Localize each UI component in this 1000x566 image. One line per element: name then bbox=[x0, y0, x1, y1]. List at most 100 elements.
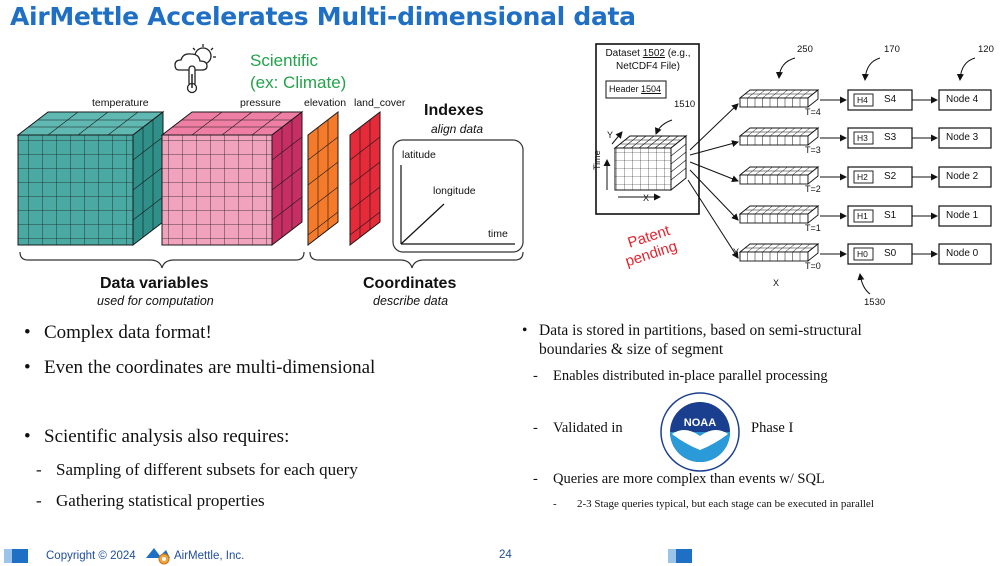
node-label: Node 0 bbox=[946, 248, 979, 259]
dash: - bbox=[36, 460, 42, 479]
index-axes bbox=[400, 165, 515, 245]
airmettle-logo-icon bbox=[146, 548, 170, 565]
bullet-text: Enables distributed in-place parallel pr… bbox=[553, 368, 828, 384]
phase-label: Phase I bbox=[751, 420, 794, 436]
bullet-text-line2: boundaries & size of segment bbox=[539, 341, 724, 358]
temperature-cube bbox=[16, 110, 165, 247]
time-step-label: T=2 bbox=[805, 184, 821, 194]
pressure-cube bbox=[160, 110, 304, 247]
dash: - bbox=[533, 420, 538, 436]
footer-copyright: Copyright © 2024 bbox=[46, 550, 136, 562]
bullet-text: Queries are more complex than events w/ … bbox=[553, 471, 825, 487]
noaa-bird-icon bbox=[672, 429, 728, 450]
ref-170: 170 bbox=[884, 44, 900, 55]
bullet-dot: • bbox=[522, 322, 528, 339]
footer-left-bar bbox=[4, 549, 28, 563]
indexes-box bbox=[392, 139, 524, 253]
coordinates-subtitle: describe data bbox=[373, 294, 449, 308]
time-step-label: T=3 bbox=[805, 145, 821, 155]
dash: - bbox=[533, 471, 538, 487]
data-variables-subtitle: used for computation bbox=[97, 294, 214, 308]
right-sub-sub-bullet-1: -2-3 Stage queries typical, but each sta… bbox=[553, 498, 874, 510]
header-label: Header 1504 bbox=[609, 84, 661, 94]
bullet-text: Complex data format! bbox=[44, 322, 212, 343]
left-sub-bullet-2: -Gathering statistical properties bbox=[36, 491, 265, 511]
dataset-grid-block bbox=[613, 134, 688, 192]
bullet-text: Gathering statistical properties bbox=[56, 491, 265, 510]
header-box bbox=[605, 80, 667, 99]
label-pressure: pressure bbox=[240, 97, 281, 109]
partition-row bbox=[738, 166, 992, 188]
bullet-dot: • bbox=[24, 426, 31, 447]
segment-id-label: S2 bbox=[884, 171, 897, 182]
left-sub-bullet-1: -Sampling of different subsets for each … bbox=[36, 460, 358, 480]
indexes-title: Indexes bbox=[424, 102, 484, 119]
axis-latitude-label: latitude bbox=[402, 149, 436, 161]
right-sub-bullet-2: -Validated in bbox=[533, 420, 623, 437]
noaa-logo: NOAA bbox=[660, 392, 740, 472]
left-bullet-2: •Even the coordinates are multi-dimensio… bbox=[24, 357, 375, 379]
segment-id-label: S0 bbox=[884, 248, 897, 259]
dash: - bbox=[533, 368, 538, 384]
segment-id-label: S3 bbox=[884, 132, 897, 143]
bullet-text: Scientific analysis also requires: bbox=[44, 426, 290, 447]
noaa-wordmark: NOAA bbox=[684, 417, 716, 429]
partition-row bbox=[738, 205, 992, 227]
label-elevation: elevation bbox=[304, 97, 347, 109]
partition-row bbox=[738, 89, 992, 111]
land-cover-slab bbox=[349, 110, 381, 247]
bullet-dot: • bbox=[24, 322, 31, 343]
axis-y-small: Y bbox=[733, 247, 740, 257]
right-sub-bullet-1: -Enables distributed in-place parallel p… bbox=[533, 368, 828, 385]
scientific-line2: (ex: Climate) bbox=[250, 73, 347, 92]
weather-icon bbox=[174, 44, 216, 94]
right-bullet-1: •Data is stored in partitions, based on … bbox=[522, 321, 862, 359]
slide-title: AirMettle Accelerates Multi-dimensional … bbox=[10, 2, 636, 31]
time-step-label: T=1 bbox=[805, 223, 821, 233]
node-label: Node 4 bbox=[946, 94, 979, 105]
data-variables-brace bbox=[19, 251, 305, 269]
right-sub-bullet-3: -Queries are more complex than events w/… bbox=[533, 471, 825, 488]
header-id-label: H2 bbox=[857, 172, 868, 182]
axis-time-vertical: Time bbox=[592, 150, 602, 170]
ref-250: 250 bbox=[797, 44, 813, 55]
elevation-slab bbox=[307, 110, 339, 247]
segment-id-label: S4 bbox=[884, 94, 897, 105]
partition-row bbox=[738, 243, 992, 265]
axis-x-label: X bbox=[643, 193, 650, 203]
axis-time-label: time bbox=[488, 228, 508, 240]
segment-id-label: S1 bbox=[884, 210, 897, 221]
header-id-label: H1 bbox=[857, 211, 868, 221]
time-step-label: T=0 bbox=[805, 261, 821, 271]
node-label: Node 1 bbox=[946, 210, 979, 221]
bullet-text: Sampling of different subsets for each q… bbox=[56, 460, 358, 479]
dataset-label: Dataset 1502 (e.g., NetCDF4 File) bbox=[604, 47, 692, 73]
footer-right-bar bbox=[668, 549, 692, 563]
left-bullet-1: • Complex data format! bbox=[24, 322, 212, 344]
header-id-label: H3 bbox=[857, 133, 868, 143]
node-label: Node 2 bbox=[946, 171, 979, 182]
scientific-line1: Scientific bbox=[250, 51, 319, 70]
scientific-label: Scientific (ex: Climate) bbox=[250, 50, 346, 94]
bullet-dot: • bbox=[24, 357, 31, 378]
dash: - bbox=[553, 498, 557, 510]
label-land-cover: land_cover bbox=[354, 97, 406, 109]
header-num: 1504 bbox=[641, 84, 662, 94]
header-id-label: H4 bbox=[857, 95, 868, 105]
dash: - bbox=[36, 491, 42, 510]
ref-1510: 1510 bbox=[674, 99, 696, 110]
coordinates-title: Coordinates bbox=[363, 275, 457, 292]
page-number: 24 bbox=[499, 549, 512, 561]
dataset-post: (e.g., bbox=[664, 48, 691, 59]
dataset-pre: Dataset bbox=[605, 48, 643, 59]
axis-x-small: X bbox=[773, 278, 780, 288]
node-label: Node 3 bbox=[946, 132, 979, 143]
label-temperature: temperature bbox=[92, 97, 149, 109]
ref-1530: 1530 bbox=[864, 297, 886, 308]
axis-longitude-label: longitude bbox=[433, 185, 476, 197]
time-step-label: T=4 bbox=[805, 107, 821, 117]
axis-y-label: Y bbox=[607, 130, 614, 140]
dataset-line2: NetCDF4 File) bbox=[616, 61, 680, 72]
header-pre: Header bbox=[609, 84, 642, 94]
left-bullet-3: • Scientific analysis also requires: bbox=[24, 426, 289, 448]
